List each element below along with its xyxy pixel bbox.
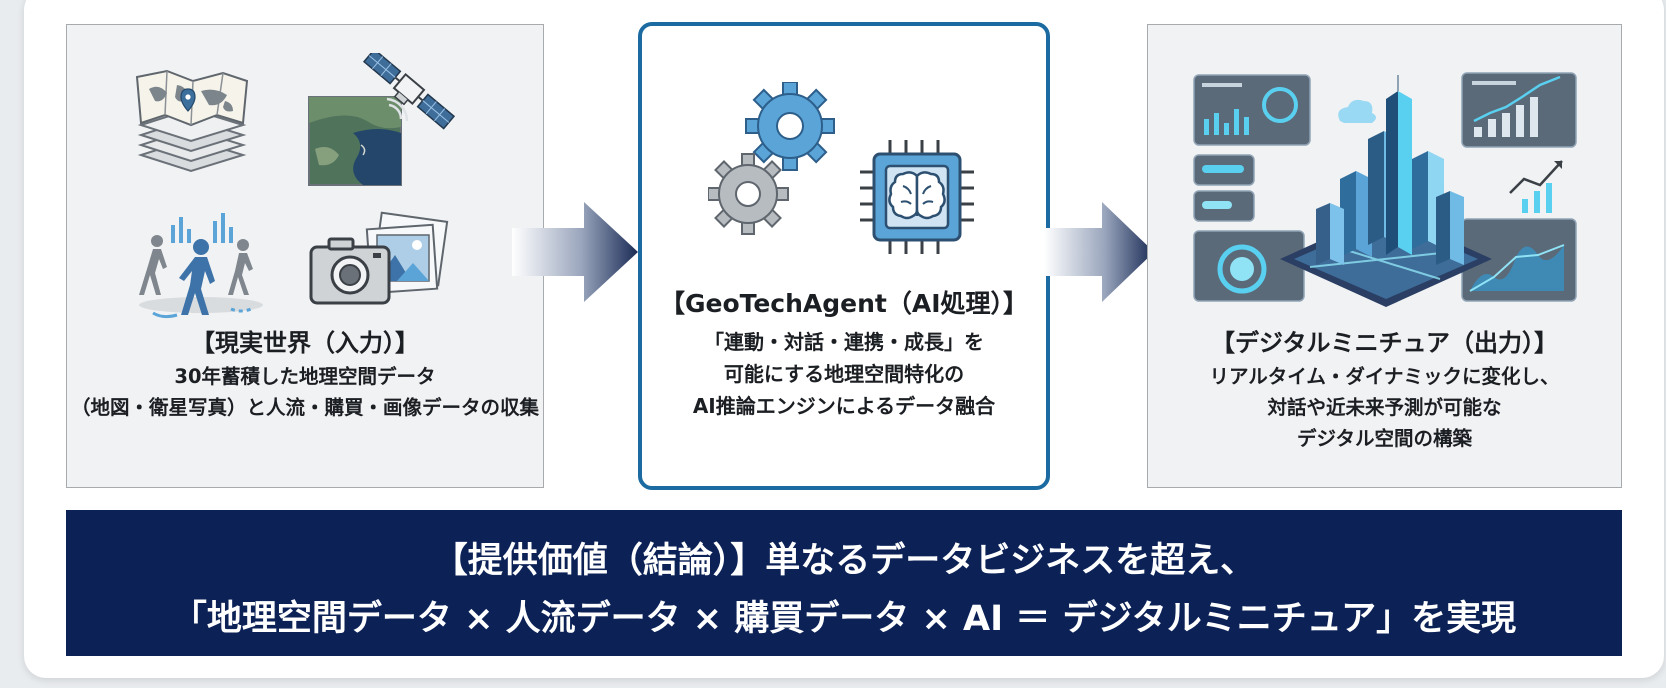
output-panel-line-1: リアルタイム・ダイナミックに変化し、 — [1209, 365, 1560, 388]
digital-city-dashboard-icon — [1193, 72, 1577, 307]
input-panel-line-2: （地図・衛星写真）と人流・購買・画像データの収集 — [70, 396, 539, 419]
output-panel-line-2: 対話や近未来予測が可能な — [1267, 396, 1502, 419]
agent-panel: 【GeoTechAgent（AI処理）】 「連動・対話・連携・成長」を 可能にす… — [638, 22, 1050, 490]
value-banner: 【提供価値（結論）】単なるデータビジネスを超え、 「地理空間データ × 人流デー… — [66, 510, 1622, 656]
output-panel-text: リアルタイム・ダイナミックに変化し、 対話や近未来予測が可能な デジタル空間の構… — [1148, 361, 1621, 454]
dashboard-card-top-left — [1193, 74, 1311, 146]
dashboard-card-mid-left — [1193, 154, 1255, 222]
city-towers — [1316, 75, 1464, 265]
flow-arrow-to-output — [1044, 202, 1154, 302]
banner-line-2: 「地理空間データ × 人流データ × 購買データ × AI ＝ デジタルミニチュ… — [171, 599, 1517, 639]
input-panel-title: 【現実世界（入力）】 — [191, 329, 419, 357]
flow-arrow-to-agent — [512, 202, 638, 302]
agent-panel-line-2: 可能にする地理空間特化の — [723, 362, 965, 386]
output-panel-line-3: デジタル空間の構築 — [1296, 427, 1473, 450]
input-panel-text: 30年蓄積した地理空間データ （地図・衛星写真）と人流・購買・画像データの収集 — [67, 361, 543, 423]
output-panel-title: 【デジタルミニチュア（出力）】 — [1210, 329, 1559, 357]
agent-panel-text: 「連動・対話・連携・成長」を 可能にする地理空間特化の AI推論エンジンによるデ… — [642, 326, 1046, 422]
agent-panel-line-1: 「連動・対話・連携・成長」を — [704, 330, 984, 354]
pedestrians-icon — [139, 213, 263, 319]
banner-line-1: 【提供価値（結論）】単なるデータビジネスを超え、 — [432, 541, 1256, 581]
gears-icon — [708, 82, 835, 235]
map-layers-icon — [135, 69, 249, 173]
dashboard-card-bottom-left — [1193, 230, 1305, 302]
ai-chip-brain-icon — [860, 140, 974, 254]
agent-panel-title: 【GeoTechAgent（AI処理）】 — [659, 289, 1029, 318]
input-panel: 【現実世界（入力）】 30年蓄積した地理空間データ （地図・衛星写真）と人流・購… — [66, 24, 544, 488]
output-panel: 【デジタルミニチュア（出力）】 リアルタイム・ダイナミックに変化し、 対話や近未… — [1147, 24, 1622, 488]
camera-photo-icon — [309, 211, 449, 305]
satellite-icon — [308, 53, 455, 186]
input-panel-line-1: 30年蓄積した地理空間データ — [174, 365, 436, 388]
agent-panel-line-3: AI推論エンジンによるデータ融合 — [692, 394, 996, 418]
dashboard-card-top-right — [1461, 72, 1577, 148]
